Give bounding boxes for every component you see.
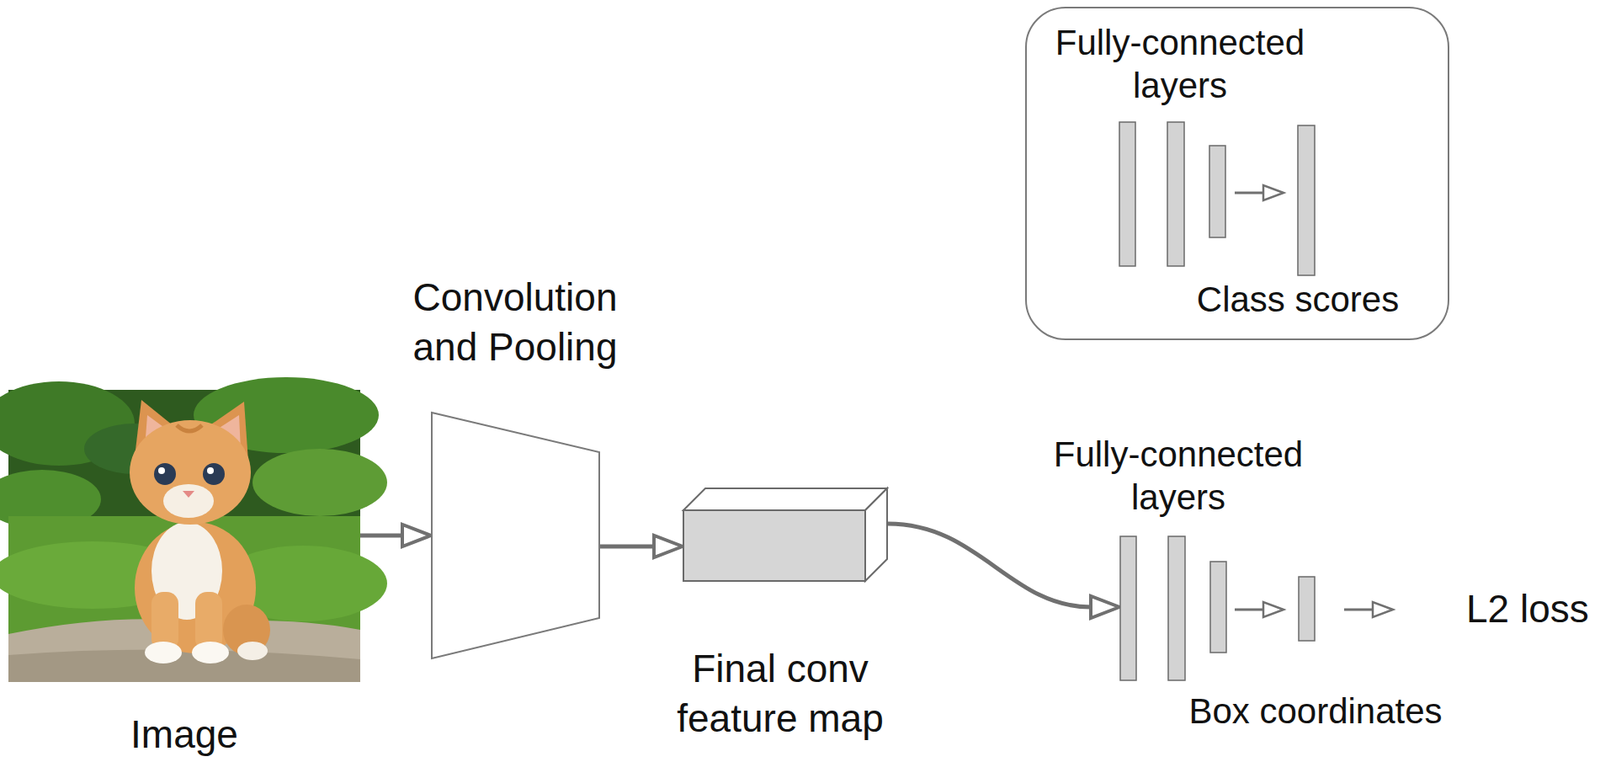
trapezoid-shape: [430, 411, 601, 660]
loss-arrow-head: [1372, 601, 1393, 617]
illustration-part: [191, 641, 229, 664]
connector-line: [887, 523, 1091, 607]
layer-bar: [1120, 536, 1137, 681]
cuboid-top: [683, 488, 888, 511]
layer-arrow-line: [1234, 608, 1264, 612]
regression-head: Fully-connected layersBox coordinates: [1119, 535, 1316, 681]
output-label: Class scores: [1196, 277, 1399, 321]
image-caption: Image: [130, 711, 239, 758]
stage-label-box: Convolution and Pooling: [380, 272, 650, 373]
output-label-box: Box coordinates: [1188, 689, 1442, 733]
connector-line: [600, 544, 654, 549]
layer-label: Fully-connected layers: [1041, 21, 1319, 107]
illustration-part: [176, 425, 202, 431]
layer-arrow-head: [1263, 601, 1284, 617]
layer-label-box: Fully-connected layers: [1039, 432, 1318, 519]
layer-bar: [1167, 122, 1185, 266]
illustration-part: [182, 490, 195, 498]
layer-bar: [1298, 576, 1315, 641]
layer-bar: [1209, 145, 1226, 238]
layer-bar: [1119, 122, 1136, 266]
conv-trapezoid: Convolution and Pooling: [430, 411, 601, 660]
illustration-part: [144, 641, 182, 664]
illustration-part: [129, 419, 251, 525]
flow-arrow: [360, 524, 431, 547]
flow-arrow: [600, 535, 683, 558]
layer-arrow-head: [1263, 185, 1284, 201]
cuboid-side: [865, 488, 888, 581]
cuboid-front: [683, 510, 866, 581]
layer-bar: [1210, 561, 1227, 653]
arrow-head: [1090, 595, 1120, 618]
output-label: Box coordinates: [1188, 689, 1442, 733]
input-image: Image: [8, 389, 361, 682]
layer-bar: [1168, 536, 1186, 681]
layer-label: Fully-connected layers: [1039, 432, 1318, 519]
stage-label: Final conv feature map: [653, 643, 907, 744]
loss-arrow-line: [1344, 608, 1373, 612]
feature-map-block: Final conv feature map: [682, 487, 888, 582]
trapezoid-outline: [431, 412, 600, 659]
connector-line: [360, 533, 403, 538]
fc-layers-symbol: [1119, 535, 1316, 681]
layer-label-box: Fully-connected layers: [1041, 21, 1319, 107]
layer-bar: [1297, 125, 1315, 276]
stage-label-box: Final conv feature map: [653, 643, 907, 744]
cuboid-shape: [682, 487, 888, 582]
layer-arrow-line: [1234, 191, 1264, 195]
flow-arrow: [887, 523, 1120, 618]
illustration-part: [202, 462, 225, 485]
illustration-part: [158, 467, 165, 474]
loss-label: L2 loss: [1466, 585, 1590, 633]
illustration-part: [207, 467, 214, 474]
image-caption-box: Image: [130, 711, 239, 758]
output-label-box: Class scores: [1196, 277, 1399, 321]
arrow-head: [402, 524, 431, 547]
illustration-part: [154, 462, 176, 485]
classifier-panel: Fully-connected layersClass scores: [1025, 6, 1450, 341]
illustration-part: [237, 641, 268, 660]
illustration-part: [8, 649, 361, 682]
stage-label: Convolution and Pooling: [380, 272, 650, 373]
illustration-part: [163, 483, 214, 518]
arrow-head: [653, 535, 683, 558]
illustration-part: [252, 448, 388, 516]
kitten-illustration: [8, 389, 361, 682]
